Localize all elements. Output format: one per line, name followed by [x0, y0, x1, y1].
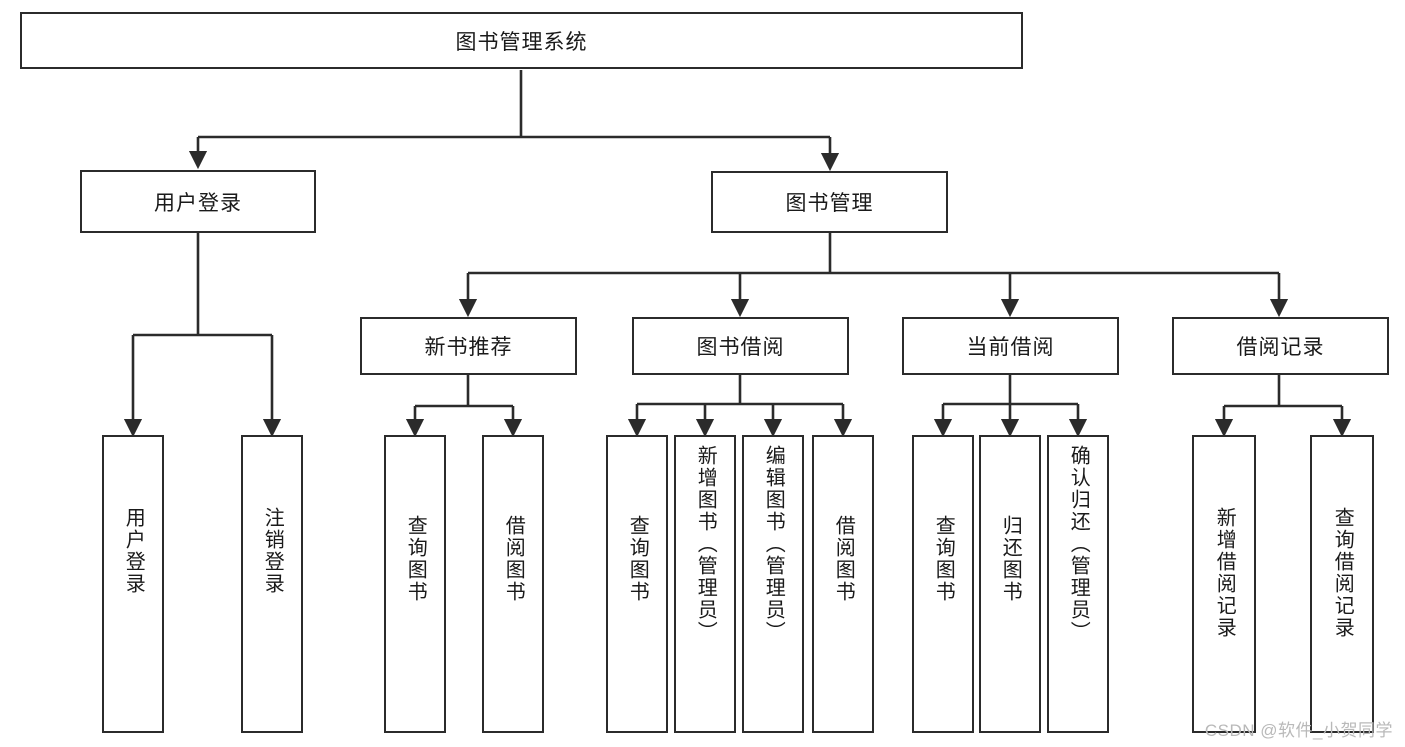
node-user-login-label: 用户登录 — [154, 191, 242, 215]
node-user-login[interactable]: 用户登录 — [80, 170, 316, 233]
leaf-label: 注销登录 — [261, 507, 284, 595]
leaf-label: 新增借阅记录 — [1213, 507, 1236, 639]
node-current-borrow-label: 当前借阅 — [966, 336, 1055, 359]
leaf-records-add[interactable]: 新增借阅记录 — [1192, 435, 1256, 733]
leaf-label: 借阅图书 — [832, 515, 855, 603]
node-new-book-recommend-label: 新书推荐 — [424, 336, 513, 359]
leaf-label: 查询图书 — [404, 515, 427, 603]
node-book-management-label: 图书管理 — [785, 192, 874, 215]
leaf-label: 用户登录 — [122, 507, 145, 595]
leaf-label: 查询借阅记录 — [1331, 507, 1354, 639]
node-book-management[interactable]: 图书管理 — [711, 171, 948, 233]
leaf-borrow-borrow[interactable]: 借阅图书 — [812, 435, 874, 733]
leaf-current-query[interactable]: 查询图书 — [912, 435, 974, 733]
node-root[interactable]: 图书管理系统 — [20, 12, 1023, 69]
node-book-borrow-label: 图书借阅 — [696, 336, 785, 359]
node-borrow-records[interactable]: 借阅记录 — [1172, 317, 1389, 375]
leaf-label: 归还图书 — [999, 515, 1022, 603]
leaf-label: 确认归还（管理员） — [1067, 445, 1090, 643]
leaf-borrow-query[interactable]: 查询图书 — [606, 435, 668, 733]
leaf-borrow-edit-admin[interactable]: 编辑图书（管理员） — [742, 435, 804, 733]
node-book-borrow[interactable]: 图书借阅 — [632, 317, 849, 375]
node-borrow-records-label: 借阅记录 — [1236, 336, 1325, 359]
leaf-label: 借阅图书 — [502, 515, 525, 603]
leaf-label: 查询图书 — [626, 515, 649, 603]
watermark: CSDN @软件_小贺同学 — [1204, 721, 1393, 740]
node-root-label: 图书管理系统 — [455, 30, 588, 54]
leaf-label: 查询图书 — [932, 515, 955, 603]
leaf-current-return[interactable]: 归还图书 — [979, 435, 1041, 733]
leaf-current-confirm-return-admin[interactable]: 确认归还（管理员） — [1047, 435, 1109, 733]
leaf-borrow-add-admin[interactable]: 新增图书（管理员） — [674, 435, 736, 733]
leaf-label: 编辑图书（管理员） — [762, 445, 785, 643]
leaf-user-login-logout[interactable]: 注销登录 — [241, 435, 303, 733]
leaf-new-books-borrow[interactable]: 借阅图书 — [482, 435, 544, 733]
leaf-label: 新增图书（管理员） — [694, 445, 717, 643]
leaf-user-login-login[interactable]: 用户登录 — [102, 435, 164, 733]
node-current-borrow[interactable]: 当前借阅 — [902, 317, 1119, 375]
leaf-records-query[interactable]: 查询借阅记录 — [1310, 435, 1374, 733]
leaf-new-books-query[interactable]: 查询图书 — [384, 435, 446, 733]
node-new-book-recommend[interactable]: 新书推荐 — [360, 317, 577, 375]
